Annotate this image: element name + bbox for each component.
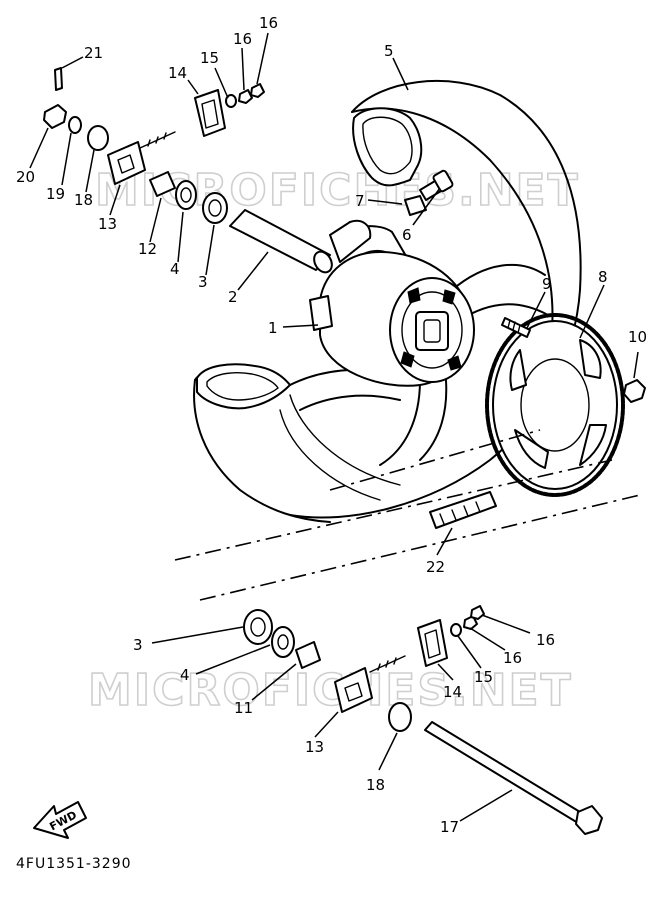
forward-arrow-icon: FWD: [33, 801, 87, 839]
callout-20: 20: [16, 168, 35, 186]
callout-15-lower: 15: [474, 668, 493, 686]
valve-assembly: [404, 169, 454, 216]
callout-19: 19: [46, 185, 65, 203]
callout-5: 5: [384, 42, 394, 60]
sprocket-nut: [623, 379, 646, 403]
leader-lines: [29, 32, 639, 822]
lower-nut-b: [470, 605, 485, 620]
callout-numbers: 1 2 3 4 12 13 18 19 20 21 14 15 16 16 5 …: [16, 14, 647, 836]
callout-21: 21: [84, 44, 103, 62]
callout-4-upper: 4: [170, 260, 180, 278]
sprocket: [485, 313, 625, 497]
upper-washer-small: [225, 94, 237, 108]
lower-bearing: [243, 609, 273, 645]
adjusting-bolt: [54, 67, 63, 91]
callout-16-upper-a: 16: [233, 30, 252, 48]
callout-9: 9: [542, 275, 552, 293]
part-code: 4FU1351-3290: [16, 856, 132, 872]
callout-6: 6: [402, 226, 412, 244]
callout-10: 10: [628, 328, 647, 346]
drive-chain: [429, 491, 497, 529]
axle-spacer: [229, 209, 333, 274]
stud-bolt: [501, 317, 531, 338]
lower-adjuster-block: [417, 619, 448, 667]
upper-chain-puller: [107, 131, 176, 185]
callout-15-upper: 15: [200, 49, 219, 67]
upper-nut-a: [238, 89, 253, 104]
callout-1: 1: [268, 319, 278, 337]
callout-17: 17: [440, 818, 459, 836]
lower-chain-puller: [334, 655, 406, 713]
tire: [193, 80, 582, 523]
upper-adjuster-block: [194, 89, 226, 137]
callout-13-lower: 13: [305, 738, 324, 756]
callout-8: 8: [598, 268, 608, 286]
callout-4-lower: 4: [180, 666, 190, 684]
callout-11: 11: [234, 699, 253, 717]
callout-2: 2: [228, 288, 238, 306]
upper-plain-washer: [87, 125, 109, 151]
lower-plain-washer: [388, 702, 412, 732]
callout-14-lower: 14: [443, 683, 462, 701]
callout-16-lower-b: 16: [536, 631, 555, 649]
wheel-axle: [424, 721, 603, 835]
lower-collar: [295, 641, 321, 669]
watermark-bottom: MICROFICHES.NET: [88, 665, 573, 716]
watermark-top: MICROFICHES.NET: [95, 165, 580, 216]
upper-oil-seal: [175, 180, 197, 210]
callout-3-upper: 3: [198, 273, 208, 291]
valve-cap: [404, 195, 427, 216]
callout-18-lower: 18: [366, 776, 385, 794]
upper-nut-b: [250, 83, 265, 98]
callout-14-upper: 14: [168, 64, 187, 82]
callout-18-upper: 18: [74, 191, 93, 209]
callout-12: 12: [138, 240, 157, 258]
callout-7: 7: [355, 192, 365, 210]
callout-13-upper: 13: [98, 215, 117, 233]
collar: [149, 171, 176, 197]
wheel-hub: [289, 219, 549, 466]
callout-22: 22: [426, 558, 445, 576]
lower-oil-seal: [271, 626, 295, 658]
lower-washer-small: [450, 623, 462, 637]
callout-3-lower: 3: [133, 636, 143, 654]
adjusting-nut: [43, 104, 67, 129]
callout-16-upper-b: 16: [259, 14, 278, 32]
lock-washer: [68, 116, 82, 134]
callout-16-lower-a: 16: [503, 649, 522, 667]
upper-bearing: [202, 192, 228, 224]
